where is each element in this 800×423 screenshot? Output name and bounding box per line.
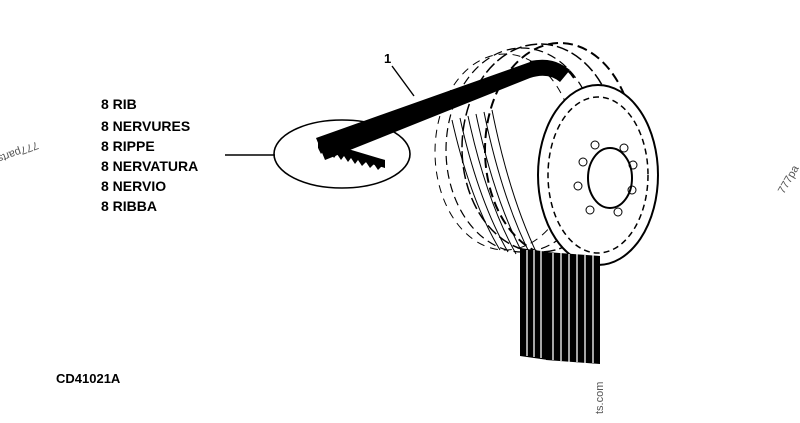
belt-cross-section xyxy=(318,140,385,170)
rib-label-en: 8 RIB xyxy=(101,96,137,112)
watermark-bottom: ts.com xyxy=(594,381,606,414)
detail-circle xyxy=(273,119,411,189)
hanging-belt-ribs xyxy=(520,248,600,364)
callout-number: 1 xyxy=(384,51,392,66)
rib-label-de: 8 RIPPE xyxy=(101,138,155,154)
figure-code: CD41021A xyxy=(56,371,121,386)
pulley-assembly xyxy=(434,42,659,266)
callout-leader-line xyxy=(391,65,415,97)
rib-label-fr: 8 NERVURES xyxy=(101,118,191,134)
rib-label-es: 8 NERVIO xyxy=(101,178,167,194)
rib-label-it: 8 NERVATURA xyxy=(101,158,199,174)
belt-top xyxy=(316,59,575,161)
rib-label-ribba: 8 RIBBA xyxy=(101,198,158,214)
